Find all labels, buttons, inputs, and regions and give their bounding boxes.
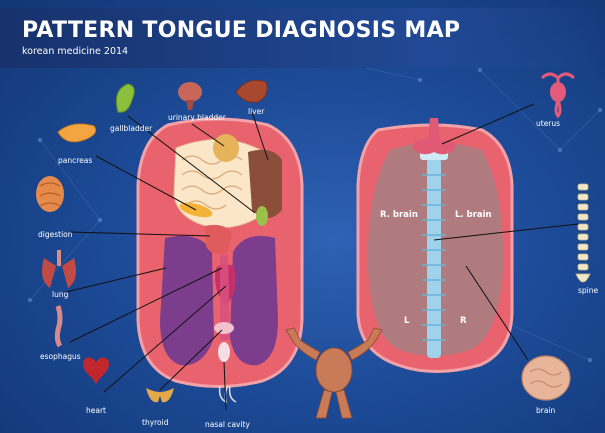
page-title: PATTERN TONGUE DIAGNOSIS MAP bbox=[22, 18, 460, 43]
label-liver: liver bbox=[248, 107, 264, 116]
esophagus-icon bbox=[57, 306, 60, 346]
nasal-cavity-icon bbox=[220, 386, 236, 402]
label-spine: spine bbox=[578, 286, 598, 295]
urinary-bladder-icon bbox=[178, 82, 202, 110]
lung-icon bbox=[42, 250, 76, 288]
label-uterus: uterus bbox=[536, 119, 560, 128]
thyroid-icon bbox=[146, 388, 174, 402]
thyroid-zone bbox=[214, 322, 234, 334]
label-r-side: R bbox=[460, 316, 467, 326]
brain-icon bbox=[522, 356, 570, 400]
digestion-icon bbox=[36, 176, 64, 212]
gallbladder-zone bbox=[256, 206, 268, 226]
label-gallbladder: gallbladder bbox=[110, 124, 152, 133]
stomach-zone bbox=[205, 225, 232, 254]
spine-icon bbox=[576, 184, 590, 282]
label-l-brain: L. brain bbox=[455, 210, 492, 220]
lung-zone-right bbox=[230, 236, 278, 365]
nasal-zone bbox=[218, 342, 230, 362]
label-l-side: L bbox=[404, 316, 409, 326]
pancreas-icon bbox=[58, 124, 96, 142]
label-r-brain: R. brain bbox=[380, 210, 418, 220]
label-esophagus: esophagus bbox=[40, 352, 81, 361]
label-urinary-bladder: urinary bladder bbox=[168, 113, 226, 122]
label-lung: lung bbox=[52, 290, 68, 299]
background-network bbox=[28, 60, 602, 362]
muscle-figure-icon bbox=[286, 328, 382, 418]
label-heart: heart bbox=[86, 406, 106, 415]
page-subtitle: korean medicine 2014 bbox=[22, 46, 128, 57]
liver-icon bbox=[236, 80, 267, 102]
right-tongue bbox=[358, 118, 512, 372]
gallbladder-icon bbox=[116, 84, 134, 112]
label-nasal-cavity: nasal cavity bbox=[205, 420, 250, 429]
label-brain: brain bbox=[536, 406, 555, 415]
label-digestion: digestion bbox=[38, 230, 73, 239]
label-pancreas: pancreas bbox=[58, 156, 92, 165]
uterus-icon bbox=[542, 74, 574, 116]
label-thyroid: thyroid bbox=[142, 418, 168, 427]
left-tongue bbox=[138, 119, 302, 387]
urinary-bladder-zone bbox=[213, 134, 239, 162]
heart-icon bbox=[83, 357, 109, 384]
